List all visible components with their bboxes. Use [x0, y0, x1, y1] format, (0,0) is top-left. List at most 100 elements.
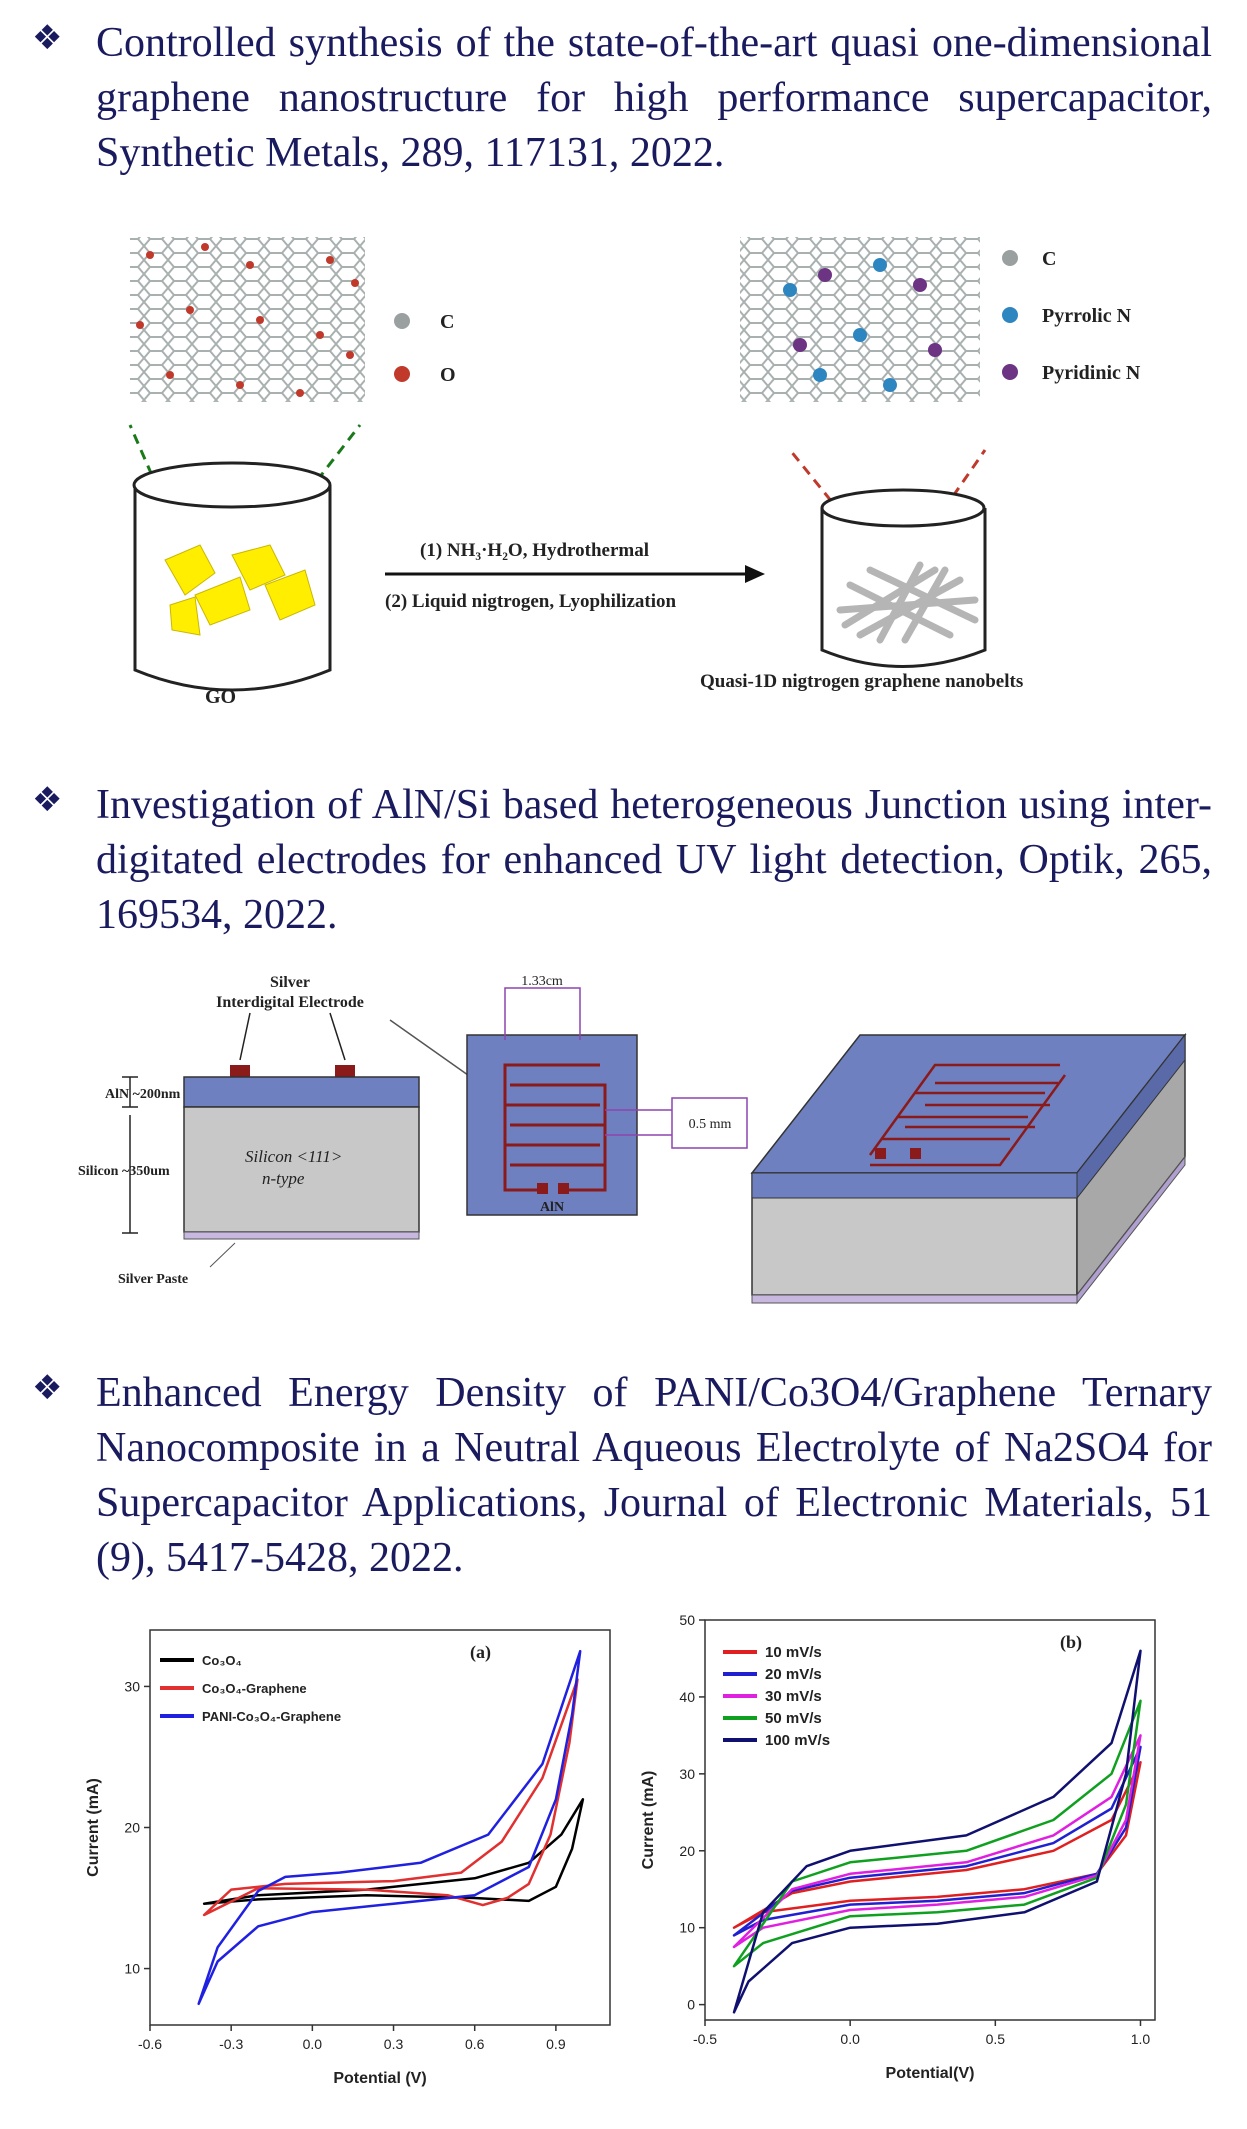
silicon-label-1: Silicon <111> [245, 1147, 342, 1166]
device-3d-view [750, 1032, 1187, 1305]
reference-text-1: Controlled synthesis of the state-of-the… [96, 20, 1212, 176]
width-dimension-label: 1.33cm [521, 974, 563, 989]
legend-label: PANI-Co₃O₄-Graphene [202, 1709, 341, 1724]
cv-curve-3 [732, 1734, 1142, 1949]
electrode-title-2: Interdigital Electrode [216, 994, 364, 1011]
carbon-atom-icon [394, 313, 410, 329]
cross-section: Silver Interdigital Electrode Silicon <1… [78, 974, 420, 1287]
legend-pyrrolic-label: Pyrrolic N [1042, 305, 1132, 327]
carbon-atom-icon [1002, 250, 1018, 266]
nanobelt-beaker [820, 488, 987, 668]
n-doped-graphene-sheet [740, 237, 980, 402]
pyridinic-n-icon [1002, 364, 1018, 380]
aln-thickness-label: AlN ~200nm [105, 1087, 181, 1102]
y-tick-label: 0 [687, 1997, 695, 2013]
x-tick-label: 0.9 [546, 2036, 566, 2052]
silver-paste-label: Silver Paste [118, 1272, 188, 1287]
pyridinic-n-atom [928, 343, 942, 357]
pyridinic-n-atom [793, 338, 807, 352]
reference-entry-2: ❖ Investigation of AlN/Si based heteroge… [32, 778, 1212, 943]
synthesis-scheme-figure: C O GO (1) NH₃·H₂O, Hydrothermal (2) Liq… [128, 237, 1141, 708]
legend-label: 100 mV/s [765, 1732, 830, 1749]
cv-curve-2 [202, 1678, 579, 1917]
gap-dimension-label: 0.5 mm [689, 1117, 732, 1132]
x-tick-label: 1.0 [1131, 2031, 1151, 2047]
x-tick-label: 0.5 [986, 2031, 1006, 2047]
go-beaker [132, 461, 332, 692]
y-tick-label: 30 [679, 1766, 695, 1782]
pyrrolic-n-atom [783, 283, 797, 297]
oxygen-atom [136, 321, 144, 329]
legend-pyridinic-label: Pyridinic N [1042, 362, 1141, 384]
cv-curve-1 [732, 1761, 1142, 1929]
panel-label: (a) [470, 1642, 491, 1663]
oxygen-atom-icon [394, 366, 410, 382]
reference-entry-1: ❖ Controlled synthesis of the state-of-t… [32, 16, 1212, 181]
x-tick-label: 0.0 [840, 2031, 860, 2047]
legend-o-label: O [440, 364, 456, 386]
legend-label: 50 mV/s [765, 1710, 822, 1727]
oxygen-atom [236, 381, 244, 389]
oxygen-atom [246, 261, 254, 269]
cv-curve-2 [732, 1745, 1142, 1937]
reaction-arrow [385, 565, 765, 583]
electrode-pad [230, 1065, 250, 1077]
reference-text-3: Enhanced Energy Density of PANI/Co3O4/Gr… [96, 1370, 1212, 1581]
x-axis-label: Potential(V) [886, 2065, 975, 2082]
electrode-pad [335, 1065, 355, 1077]
step1-label: (1) NH₃·H₂O, Hydrothermal [420, 540, 649, 561]
pyrrolic-n-atom [873, 258, 887, 272]
y-tick-label: 20 [124, 1820, 140, 1836]
bullet-icon: ❖ [32, 1368, 63, 1408]
cv-curve-3 [197, 1649, 582, 2006]
oxygen-atom [201, 243, 209, 251]
product-label: Quasi-1D nigtrogen graphene nanobelts [700, 671, 1023, 692]
oxygen-atom [316, 331, 324, 339]
interdigital-electrode [503, 1063, 607, 1192]
oxygen-atom [296, 389, 304, 397]
cv-curve-5 [732, 1649, 1142, 2014]
x-tick-label: 0.0 [303, 2036, 323, 2052]
oxygen-atom [351, 279, 359, 287]
oxygen-atom [186, 306, 194, 314]
electrode-title-1: Silver [270, 974, 310, 991]
legend-label: 30 mV/s [765, 1688, 822, 1705]
oxygen-atom [346, 351, 354, 359]
x-tick-label: -0.5 [693, 2031, 717, 2047]
legend-label: Co₃O₄-Graphene [202, 1681, 307, 1696]
legend-label: Co₃O₄ [202, 1653, 242, 1668]
legend-right: C Pyrrolic N Pyridinic N [1002, 248, 1141, 384]
legend-left: C O [394, 311, 456, 386]
y-tick-label: 50 [679, 1612, 695, 1628]
oxygen-atom [256, 316, 264, 324]
x-tick-label: -0.6 [138, 2036, 162, 2052]
y-tick-label: 10 [124, 1961, 140, 1977]
y-tick-label: 20 [679, 1843, 695, 1859]
step2-label: (2) Liquid nigtrogen, Lyophilization [385, 591, 676, 612]
y-axis-label: Current (mA) [85, 1778, 102, 1877]
pyrrolic-n-icon [1002, 307, 1018, 323]
bullet-icon: ❖ [32, 780, 63, 820]
graphene-oxide-sheet [130, 237, 365, 402]
cv-curve-1 [202, 1798, 585, 1905]
pyrrolic-n-atom [813, 368, 827, 382]
device-schematic-figure: Silver Interdigital Electrode Silicon <1… [78, 974, 1187, 1305]
y-axis-label: Current (mA) [640, 1771, 657, 1870]
legend-label: 20 mV/s [765, 1666, 822, 1683]
x-axis-label: Potential (V) [333, 2070, 426, 2087]
oxygen-atom [166, 371, 174, 379]
bullet-icon: ❖ [32, 18, 63, 58]
x-tick-label: -0.3 [219, 2036, 243, 2052]
silver-paste-layer [183, 1231, 420, 1240]
pyrrolic-n-atom [853, 328, 867, 342]
oxygen-atom [326, 256, 334, 264]
panel-label: (b) [1060, 1632, 1082, 1653]
silicon-label-2: n-type [262, 1169, 305, 1188]
y-tick-label: 30 [124, 1678, 140, 1694]
oxygen-atom [146, 251, 154, 259]
legend-label: 10 mV/s [765, 1644, 822, 1661]
aln-label: AlN [540, 1200, 564, 1215]
reference-text-2: Investigation of AlN/Si based heterogene… [96, 782, 1212, 938]
pyridinic-n-atom [818, 268, 832, 282]
